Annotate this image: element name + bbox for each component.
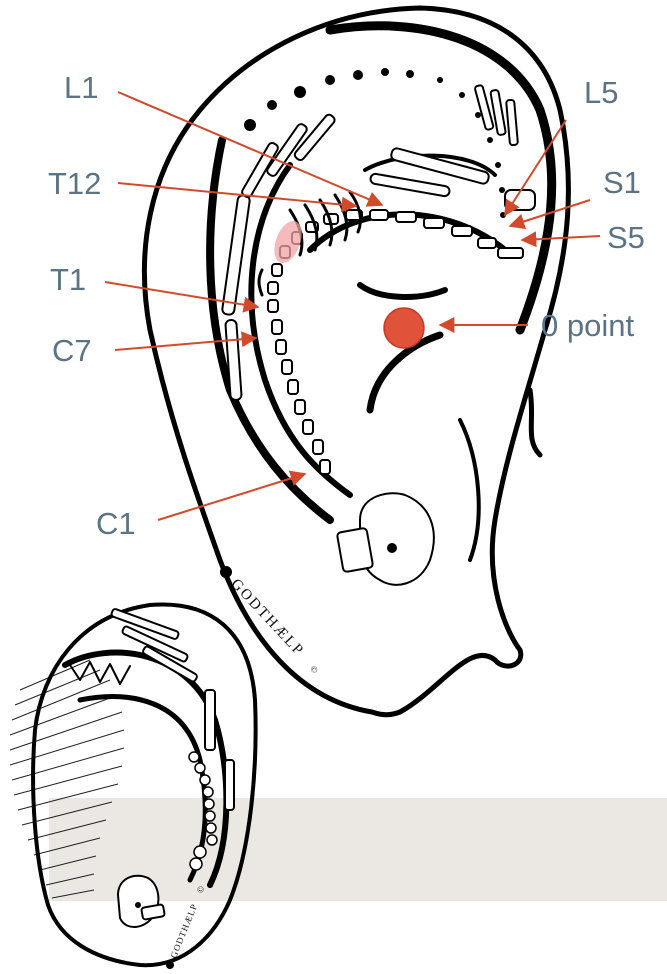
watermark-copyright: © xyxy=(308,664,321,677)
arrow-s5 xyxy=(522,236,600,240)
skull xyxy=(337,493,434,585)
main-ear xyxy=(144,8,568,715)
arrow-c1 xyxy=(158,474,305,520)
label-l5: L5 xyxy=(584,75,618,110)
small-teeth xyxy=(70,662,130,684)
tragus xyxy=(530,390,540,455)
secondary-ear: GODTHÆLP © xyxy=(10,604,256,970)
label-s5: S5 xyxy=(607,220,645,255)
watermark-main: GODTHÆLP © xyxy=(215,563,323,678)
spine-dots xyxy=(244,68,506,218)
earlobe-curve xyxy=(460,420,479,560)
small-arm-bones xyxy=(111,608,234,810)
label-zero-point: 0 point xyxy=(541,308,634,343)
zero-point-marker xyxy=(384,308,424,348)
label-c1: C1 xyxy=(96,506,136,541)
label-t12: T12 xyxy=(48,166,101,201)
ribs xyxy=(259,192,360,295)
watermark-small-text: GODTHÆLP xyxy=(168,902,199,960)
label-l1: L1 xyxy=(64,70,98,105)
label-c7: C7 xyxy=(52,333,92,368)
outer-helix xyxy=(144,8,568,715)
concha-curve xyxy=(360,285,445,297)
label-s1: S1 xyxy=(603,165,641,200)
label-t1: T1 xyxy=(50,262,86,297)
